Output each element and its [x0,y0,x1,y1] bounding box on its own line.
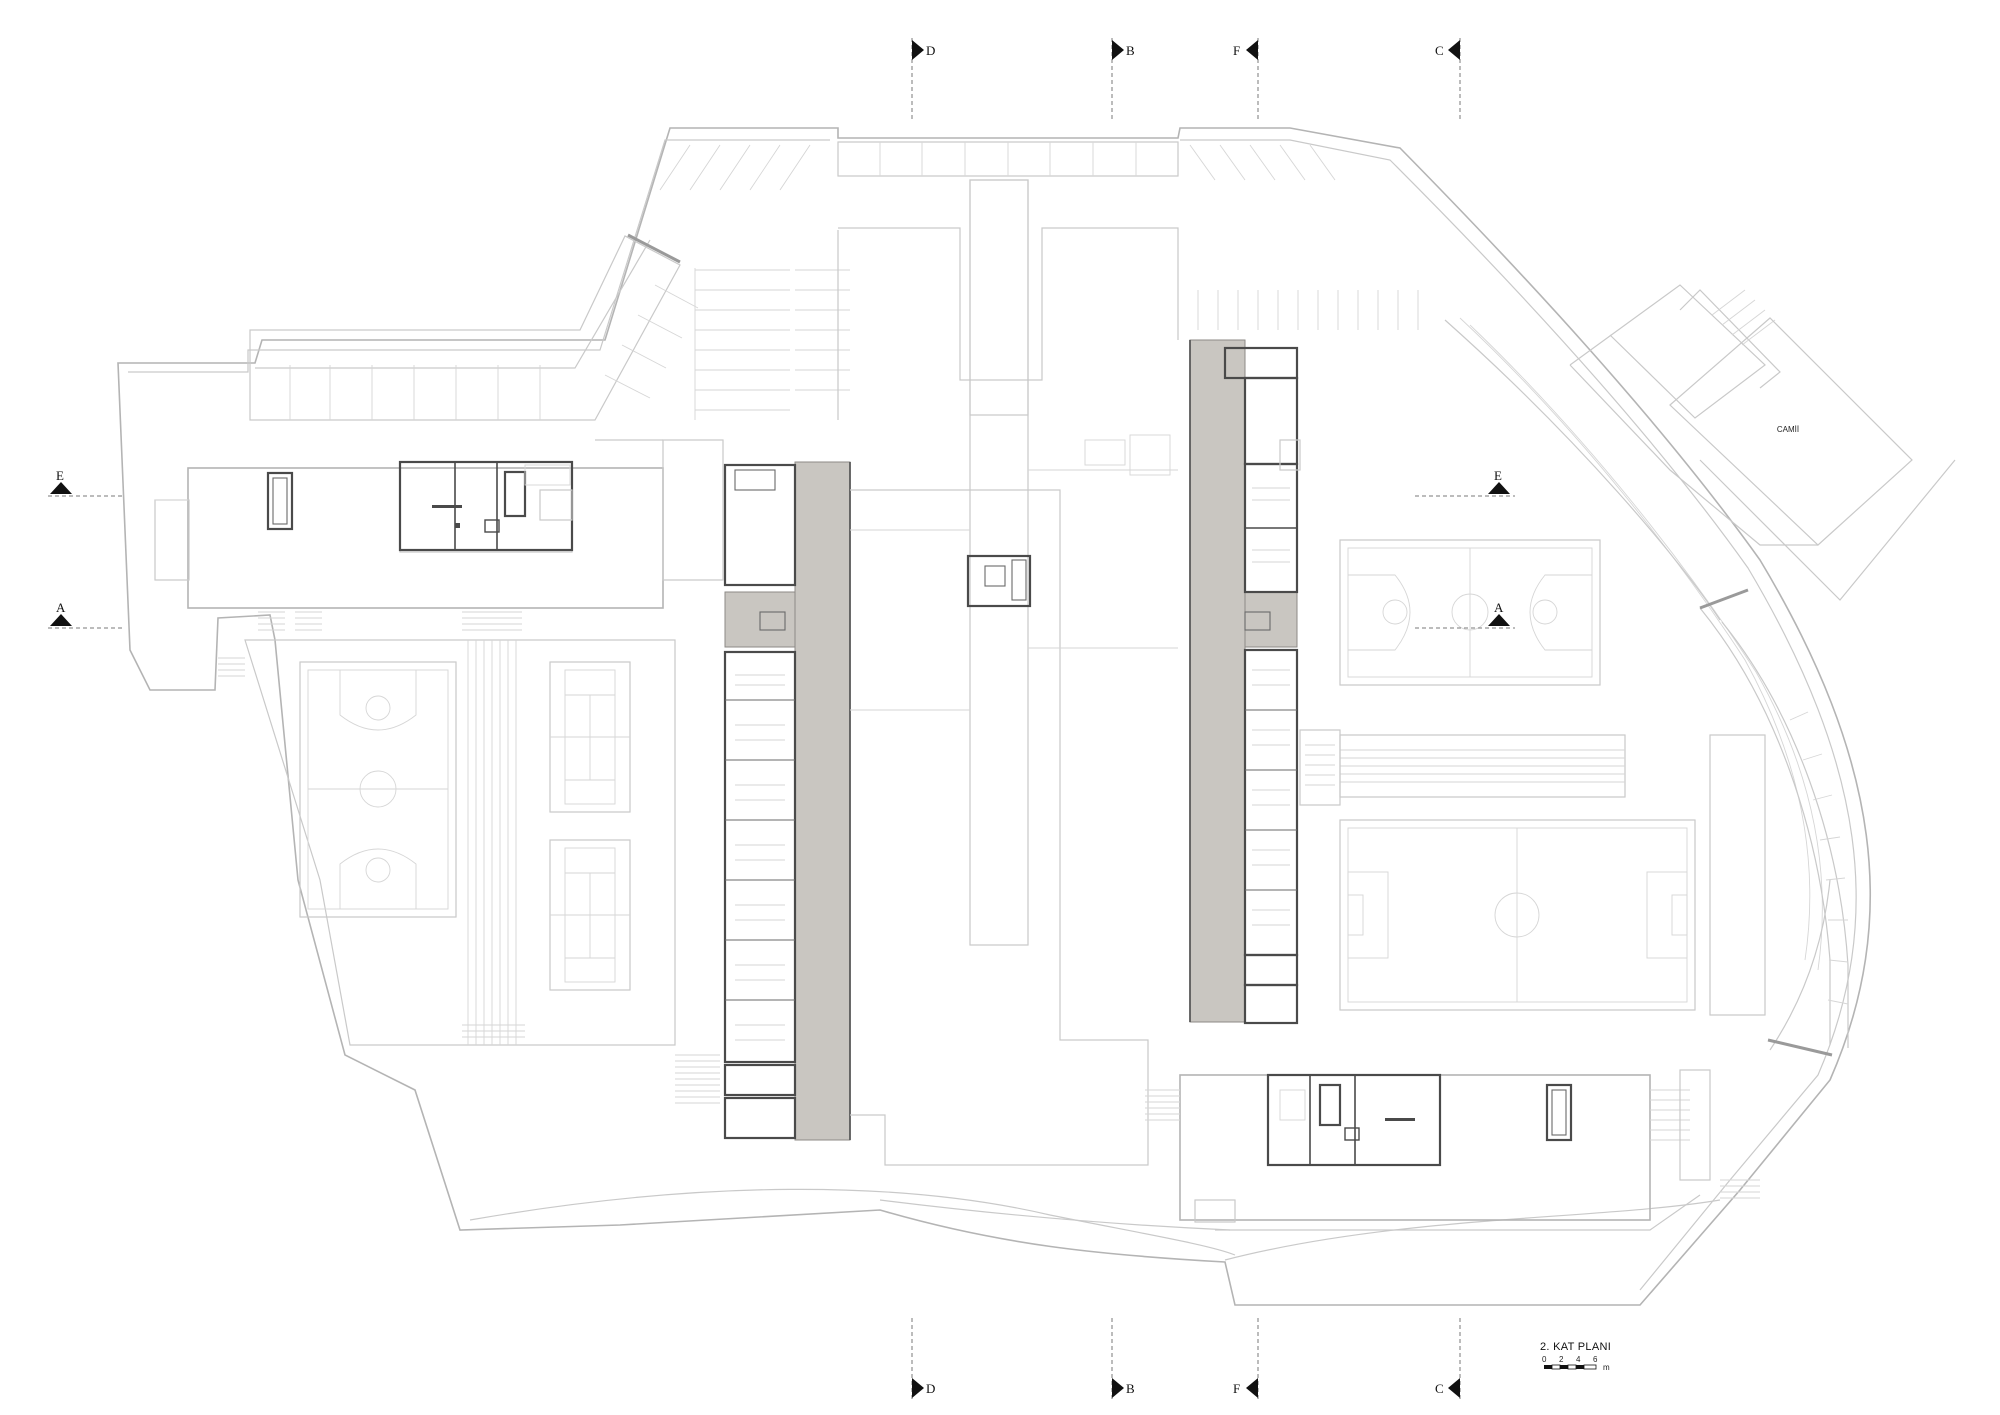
east-curved-edge [1444,319,1849,1199]
parking-top [659,141,1419,420]
svg-text:B: B [1126,1381,1135,1396]
section-marker-bottom-f: F [1233,1378,1258,1398]
east-sports-area [1299,539,1766,1016]
south-east-block [1145,1069,1711,1223]
section-marker-left-a: A [50,600,72,626]
section-marker-top-c: C [1435,40,1460,60]
mosque-label: CAMİİ [1777,425,1799,434]
west-classroom-wing [723,461,851,1141]
section-marker-bottom-c: C [1435,1378,1460,1398]
svg-text:D: D [926,1381,935,1396]
mosque-building: CAMİİ [1569,284,1956,601]
section-marker-bottom-d: D [912,1378,935,1398]
scale-bar: 0 2 4 6 m [1542,1355,1610,1372]
east-classroom-wing [1189,339,1301,1025]
section-marker-bottom-b: B [1112,1378,1135,1398]
section-markers-top: D B F C [912,40,1460,60]
scale-tick-6: 6 [1593,1355,1598,1364]
scale-tick-2: 2 [1559,1355,1564,1364]
scale-unit: m [1603,1363,1610,1372]
svg-text:C: C [1435,1381,1444,1396]
section-markers-right: E A [1488,468,1510,626]
svg-text:D: D [926,43,935,58]
section-markers-left: E A [50,468,72,626]
svg-text:C: C [1435,43,1444,58]
plan-title: 2. KAT PLANI [1540,1341,1611,1353]
section-marker-right-a: A [1488,600,1510,626]
section-marker-left-e: E [50,468,72,494]
section-markers-bottom: D B F C [912,1378,1460,1398]
scale-tick-0: 0 [1542,1355,1547,1364]
section-marker-top-b: B [1112,40,1135,60]
svg-text:F: F [1233,43,1240,58]
svg-text:B: B [1126,43,1135,58]
svg-text:A: A [1494,600,1504,615]
svg-text:E: E [56,468,64,483]
west-sports-area [244,639,720,1104]
svg-text:E: E [1494,468,1502,483]
north-west-wing [249,233,699,421]
plan-title-block: 2. KAT PLANI 0 2 4 6 m [1540,1341,1611,1372]
section-marker-top-f: F [1233,40,1258,60]
scale-tick-4: 4 [1576,1355,1581,1364]
west-block [154,439,724,677]
section-cut-lines [48,38,1515,1400]
site-outline [117,127,1872,1306]
section-marker-top-d: D [912,40,935,60]
svg-text:F: F [1233,1381,1240,1396]
central-courtyard [850,179,1178,1166]
section-marker-right-e: E [1488,468,1510,494]
svg-text:A: A [56,600,66,615]
